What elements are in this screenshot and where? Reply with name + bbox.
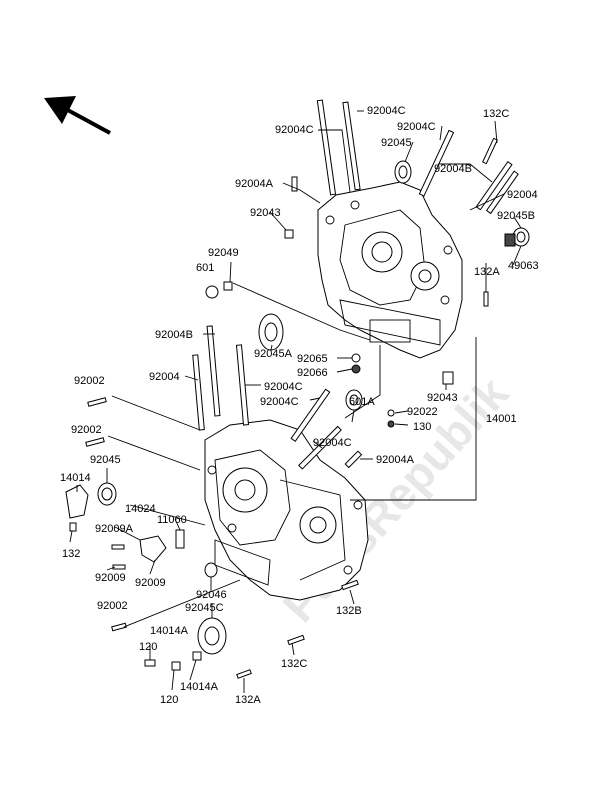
label-92004: 92004 — [507, 189, 538, 201]
label-132: 132 — [62, 548, 80, 560]
studs-and-bolts — [69, 99, 519, 679]
label-92009: 92009 — [95, 572, 126, 584]
lower-crankcase-half — [204, 419, 369, 601]
label-11060: 11060 — [157, 514, 187, 526]
label-130: 130 — [413, 421, 431, 433]
label-92045: 92045 — [381, 137, 412, 149]
label-92045: 92045 — [90, 454, 121, 466]
label-14024: 14024 — [125, 503, 156, 515]
label-92004B: 92004B — [434, 163, 472, 175]
front-direction-arrow-icon — [44, 96, 111, 135]
label-92004C: 92004C — [367, 105, 406, 117]
label-92045B: 92045B — [497, 210, 535, 222]
label-92049: 92049 — [208, 247, 239, 259]
label-132B: 132B — [336, 605, 362, 617]
label-14014A: 14014A — [150, 625, 189, 637]
label-14014: 14014 — [60, 472, 91, 484]
label-14001: 14001 — [486, 413, 517, 425]
label-120: 120 — [160, 694, 178, 706]
label-92009A: 92009A — [95, 523, 134, 535]
label-132C: 132C — [483, 108, 509, 120]
label-92004C: 92004C — [275, 124, 314, 136]
label-132A: 132A — [474, 266, 500, 278]
label-601: 601 — [196, 262, 214, 274]
label-132A: 132A — [235, 694, 261, 706]
label-92004C: 92004C — [397, 121, 436, 133]
label-14014A: 14014A — [180, 681, 219, 693]
label-92004: 92004 — [149, 371, 180, 383]
label-92004A: 92004A — [235, 178, 274, 190]
label-92046: 92046 — [196, 589, 227, 601]
label-49063: 49063 — [508, 260, 539, 272]
label-92065: 92065 — [297, 353, 328, 365]
label-92004C: 92004C — [313, 437, 352, 449]
label-92004C: 92004C — [260, 396, 299, 408]
label-92002: 92002 — [71, 424, 102, 436]
label-92002: 92002 — [97, 600, 128, 612]
label-92004B: 92004B — [155, 329, 193, 341]
label-92022: 92022 — [407, 406, 438, 418]
leader-lines — [69, 110, 522, 693]
label-601A: 601A — [349, 396, 375, 408]
label-92043: 92043 — [427, 392, 458, 404]
label-92045C: 92045C — [185, 602, 224, 614]
label-92045A: 92045A — [254, 348, 293, 360]
label-92066: 92066 — [297, 367, 328, 379]
label-92009: 92009 — [135, 577, 166, 589]
part-number-labels: 92004C 132C 92004C 92004C 92045 92004B 9… — [60, 105, 539, 706]
upper-crankcase-half — [317, 181, 463, 359]
label-120: 120 — [139, 641, 157, 653]
label-92004C: 92004C — [264, 381, 303, 393]
label-92004A: 92004A — [376, 454, 415, 466]
label-92002: 92002 — [74, 375, 105, 387]
label-92043: 92043 — [250, 207, 281, 219]
bearings-and-seals — [65, 160, 530, 655]
label-132C: 132C — [281, 658, 307, 670]
